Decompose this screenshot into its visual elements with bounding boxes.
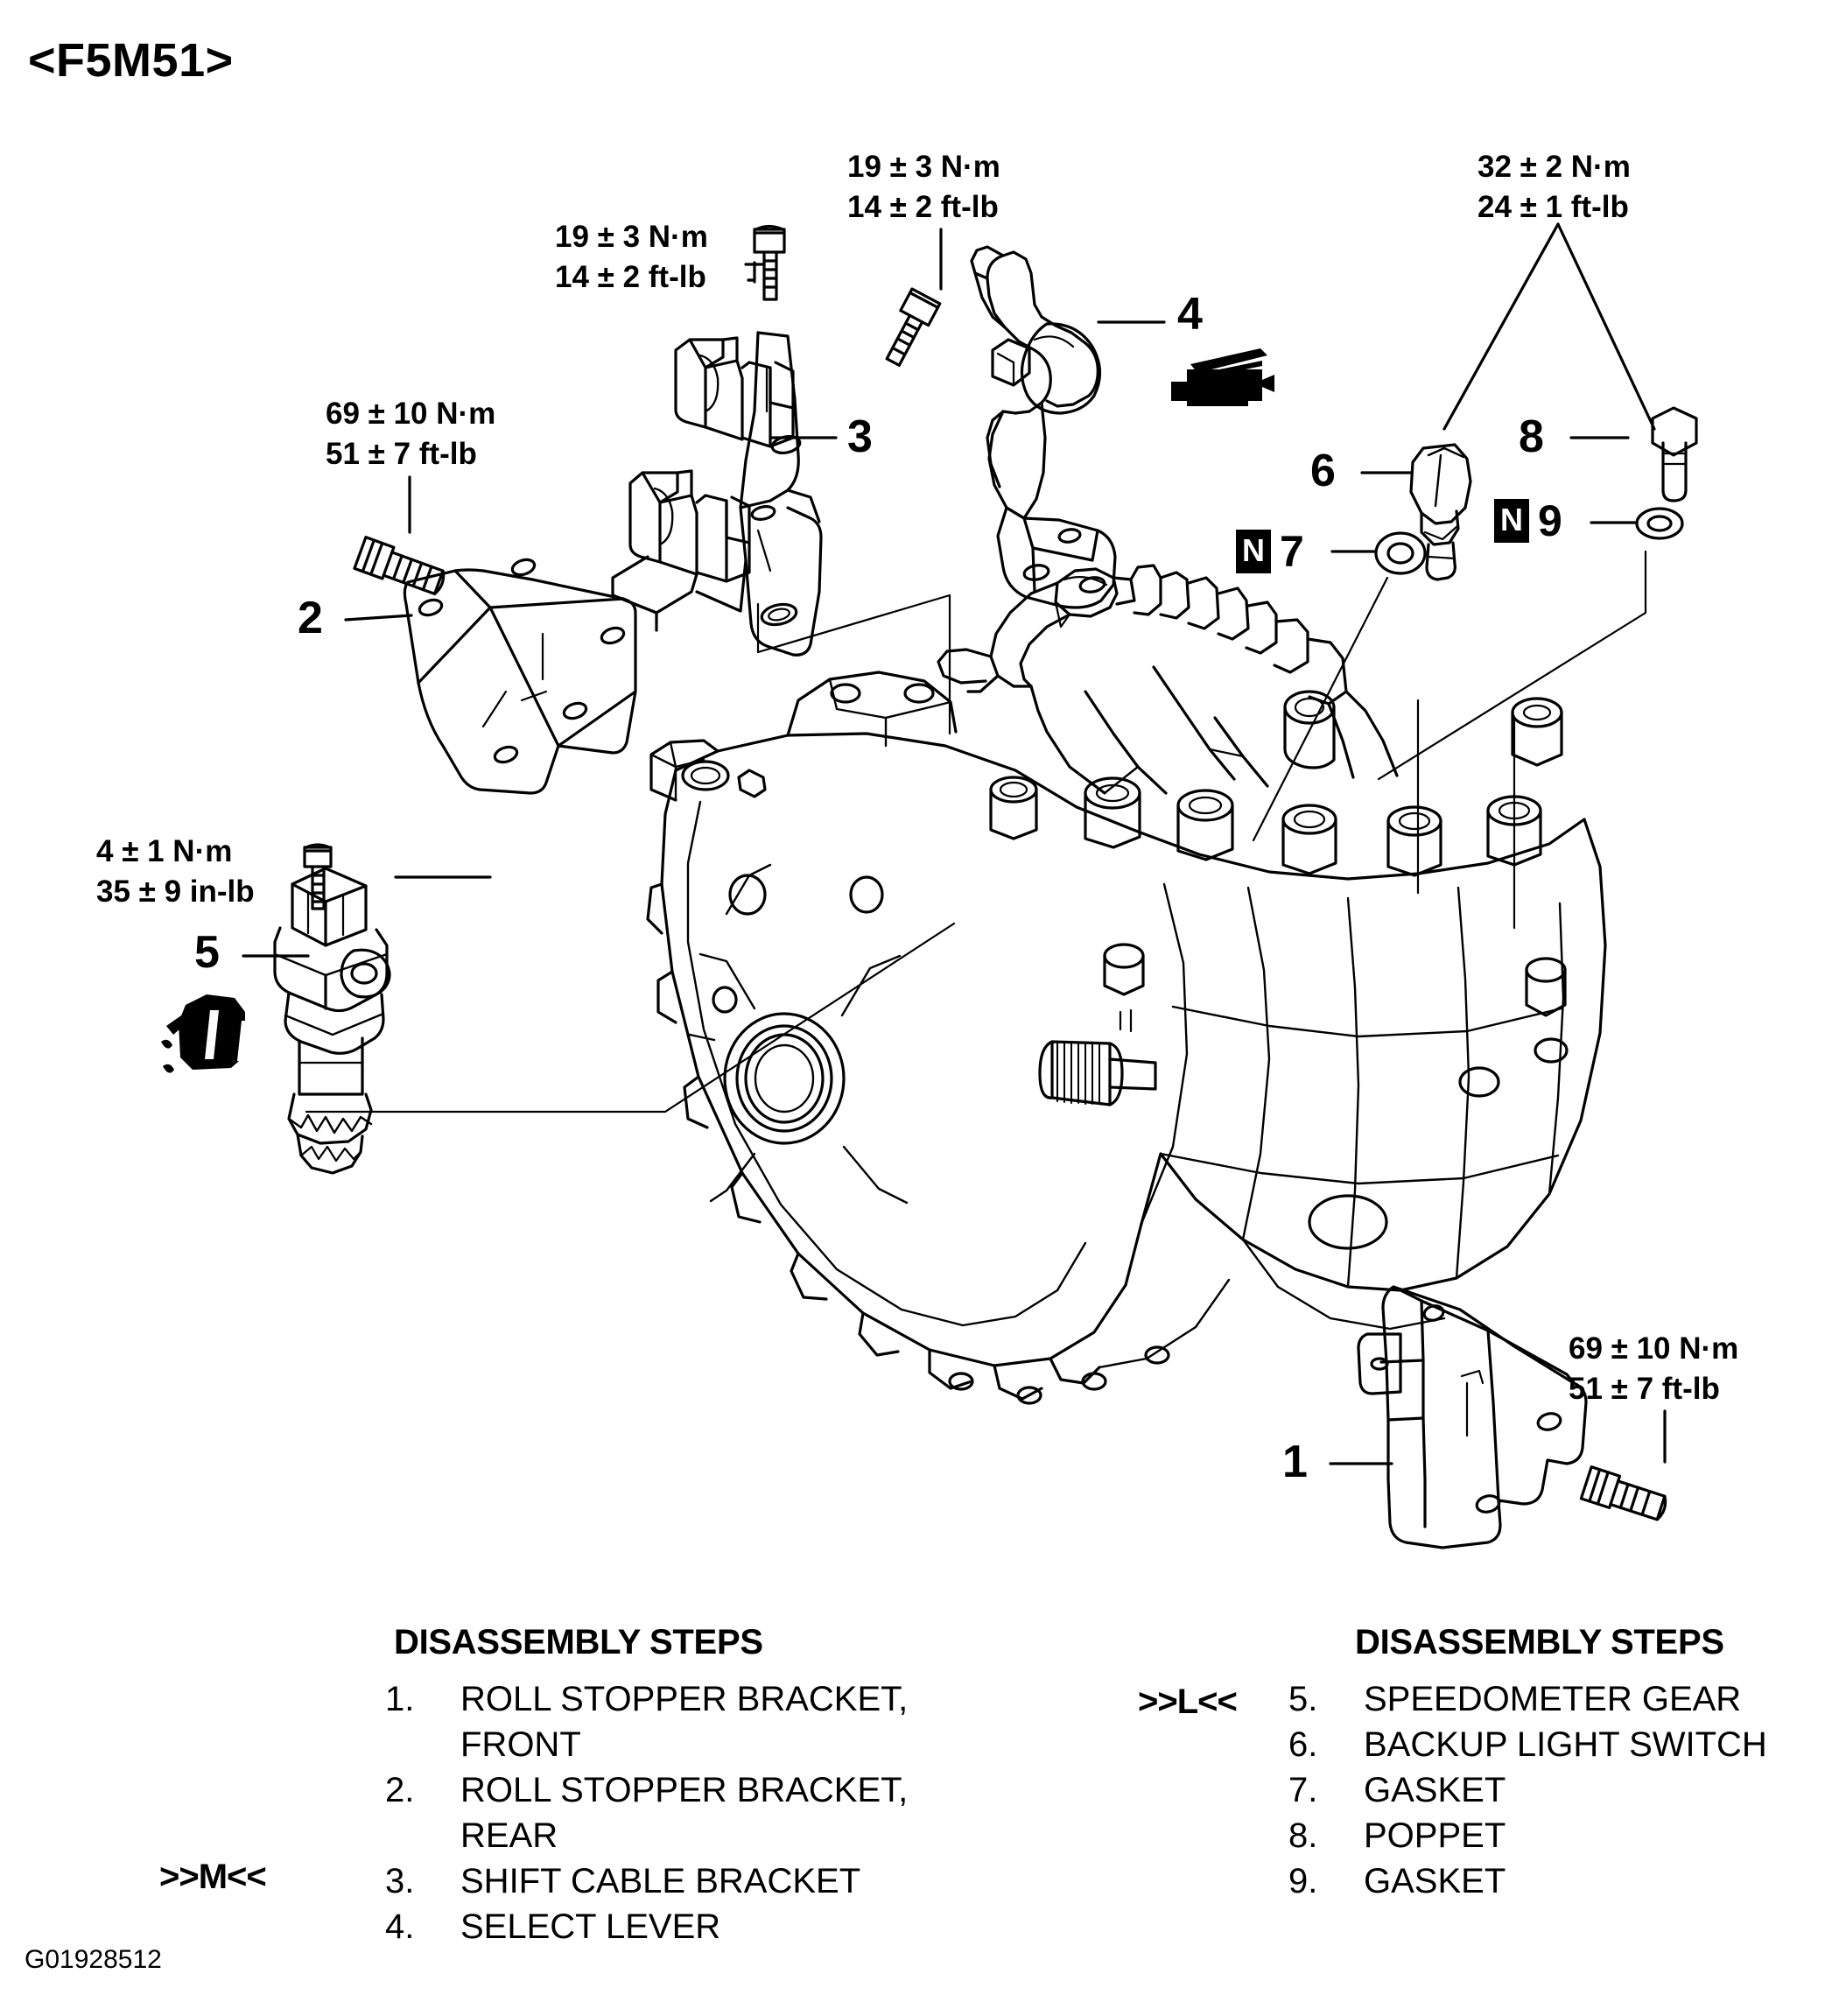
torque-label-shift-bracket: 19 ± 3 N·m 14 ± 2 ft-lb (555, 217, 708, 297)
torque-ftlb: 24 ± 1 ft-lb (1478, 189, 1629, 224)
step-label: BACKUP LIGHT SWITCH (1364, 1725, 1767, 1764)
step-label: SELECT LEVER (460, 1907, 721, 1946)
step-number: 6. (1288, 1725, 1318, 1764)
guide-line-gasket-7 (1252, 576, 1389, 842)
list-item: 5. SPEEDOMETER GEAR (1288, 1676, 1767, 1722)
bolt-roll-stopper-front (1579, 1465, 1667, 1521)
torque-ftlb: 14 ± 2 ft-lb (847, 189, 999, 224)
step-number: 4. (385, 1907, 415, 1946)
torque-nm: 19 ± 3 N·m (555, 220, 708, 254)
torque-nm: 4 ± 1 N·m (96, 834, 233, 868)
callout-2: 2 (298, 593, 323, 643)
part-shift-cable-bracket (611, 331, 823, 657)
marker-m: >>M<< (159, 1858, 267, 1896)
list-item: 3. SHIFT CABLE BRACKET (385, 1858, 908, 1904)
callout-5: 5 (194, 927, 220, 978)
step-label-line2: REAR (460, 1816, 558, 1855)
torque-label-roll-stopper-front: 69 ± 10 N·m 51 ± 7 ft-lb (1569, 1329, 1738, 1408)
part-transmission-case (646, 564, 1607, 1405)
nut-callout-number: 7 (1280, 527, 1304, 576)
grease-gun-icon (1171, 348, 1274, 406)
part-gasket-9 (1635, 507, 1684, 540)
bolt-roll-stopper-rear (353, 536, 446, 596)
step-label: SHIFT CABLE BRACKET (460, 1862, 861, 1900)
step-number: 2. (385, 1771, 415, 1809)
step-label: GASKET (1364, 1771, 1506, 1809)
torque-label-select-lever: 19 ± 3 N·m 14 ± 2 ft-lb (847, 147, 1000, 227)
bolt-speedometer (303, 843, 333, 910)
step-label: SPEEDOMETER GEAR (1364, 1680, 1742, 1718)
step-label: ROLL STOPPER BRACKET, (460, 1771, 909, 1809)
torque-nm: 69 ± 10 N·m (326, 397, 496, 431)
right-list-heading: DISASSEMBLY STEPS (1355, 1623, 1724, 1661)
nut-callout-9: N 9 (1494, 499, 1562, 543)
list-item: 7. GASKET (1288, 1767, 1767, 1813)
oil-can-icon (161, 994, 245, 1073)
list-item: 6. BACKUP LIGHT SWITCH (1288, 1722, 1767, 1767)
part-roll-stopper-bracket-rear (403, 558, 637, 795)
guide-line-shift-bracket (756, 594, 951, 735)
list-item: 1. ROLL STOPPER BRACKET, (385, 1676, 908, 1722)
step-label: POPPET (1364, 1816, 1506, 1855)
step-label: ROLL STOPPER BRACKET, (460, 1680, 909, 1718)
torque-nm: 32 ± 2 N·m (1478, 150, 1631, 184)
part-shift-rod-boot (937, 564, 1399, 795)
list-item: 2. ROLL STOPPER BRACKET, (385, 1767, 908, 1813)
leader-line-shift-bolt (747, 261, 756, 282)
step-label-line2: FRONT (460, 1725, 581, 1764)
leader-line-poppet-right (1556, 222, 1656, 431)
nut-callout-7: N 7 (1236, 530, 1304, 573)
torque-label-roll-stopper-rear: 69 ± 10 N·m 51 ± 7 ft-lb (326, 394, 495, 474)
callout-6: 6 (1310, 446, 1336, 496)
torque-ftlb: 35 ± 9 in-lb (96, 874, 255, 909)
step-number: 9. (1288, 1862, 1318, 1900)
callout-4: 4 (1177, 289, 1203, 340)
left-list-heading: DISASSEMBLY STEPS (394, 1623, 763, 1661)
page-title: <F5M51> (28, 34, 234, 87)
torque-ftlb: 51 ± 7 ft-lb (326, 436, 477, 471)
nut-badge-icon: N (1494, 499, 1529, 543)
marker-l: >>L<< (1138, 1682, 1238, 1721)
nut-callout-number: 9 (1538, 496, 1562, 545)
list-item-continuation: FRONT (385, 1722, 908, 1767)
list-item: 8. POPPET (1288, 1813, 1767, 1858)
step-number: 8. (1288, 1816, 1318, 1855)
callout-8: 8 (1519, 411, 1544, 462)
torque-nm: 69 ± 10 N·m (1569, 1331, 1739, 1366)
step-number: 3. (385, 1862, 415, 1900)
right-disassembly-list: DISASSEMBLY STEPS 5. SPEEDOMETER GEAR 6.… (1288, 1623, 1767, 1904)
torque-label-speedometer-gear: 4 ± 1 N·m 35 ± 9 in-lb (96, 832, 255, 911)
list-item: 4. SELECT LEVER (385, 1904, 908, 1949)
left-disassembly-list: DISASSEMBLY STEPS 1. ROLL STOPPER BRACKE… (385, 1623, 908, 1949)
list-item-continuation: REAR (385, 1813, 908, 1858)
part-gasket-7 (1374, 531, 1427, 575)
leader-line-poppet-left (1442, 222, 1560, 431)
bolt-select-lever (885, 287, 942, 367)
leader-line-callout-2 (344, 614, 413, 622)
callout-3: 3 (847, 411, 873, 462)
figure-id: G01928512 (25, 1945, 162, 1974)
part-poppet (1651, 406, 1698, 502)
list-item: 9. GASKET (1288, 1858, 1767, 1904)
callout-1: 1 (1282, 1436, 1308, 1487)
torque-label-poppet: 32 ± 2 N·m 24 ± 1 ft-lb (1478, 147, 1631, 227)
bolt-shift-bracket (753, 224, 786, 301)
guide-line-gasket-9 (1377, 550, 1647, 781)
torque-ftlb: 51 ± 7 ft-lb (1569, 1371, 1720, 1406)
part-speedometer-gear (273, 867, 391, 1175)
nut-badge-icon: N (1236, 530, 1271, 573)
step-number: 5. (1288, 1680, 1318, 1718)
part-roll-stopper-bracket-front (1357, 1285, 1588, 1549)
step-number: 1. (385, 1680, 415, 1718)
part-select-lever (970, 245, 1117, 609)
part-backup-light-switch (1409, 443, 1472, 581)
step-label: GASKET (1364, 1862, 1506, 1900)
step-number: 7. (1288, 1771, 1318, 1809)
torque-ftlb: 14 ± 2 ft-lb (555, 259, 706, 294)
torque-nm: 19 ± 3 N·m (847, 150, 1000, 184)
